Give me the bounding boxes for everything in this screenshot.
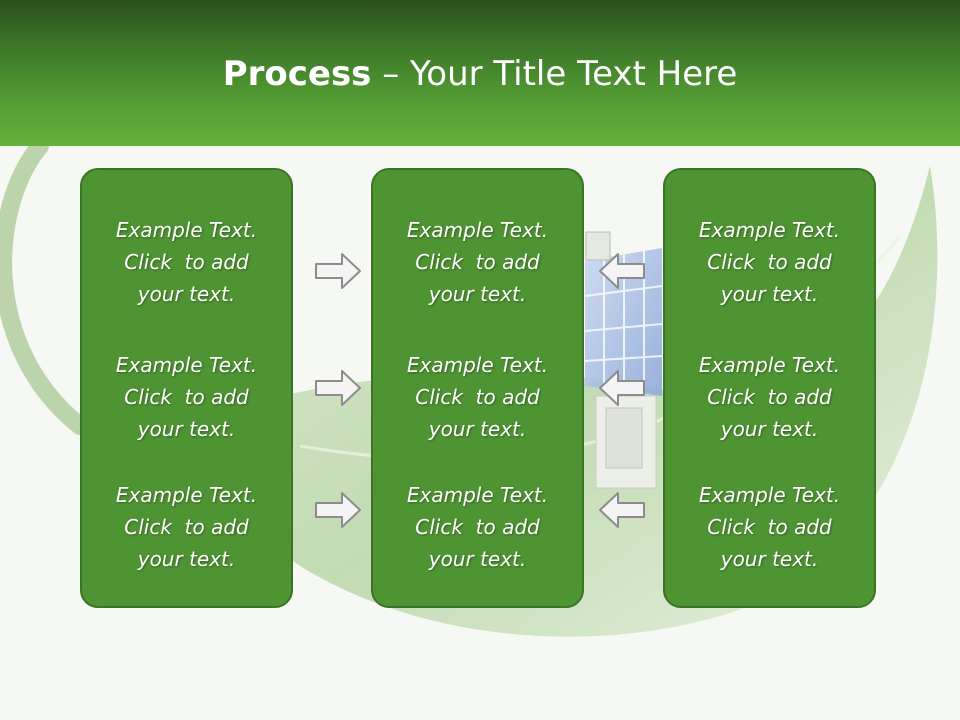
text-block[interactable]: Example Text. Click to add your text. <box>665 349 874 445</box>
arrow-right-icon <box>315 370 361 406</box>
text-block[interactable]: Example Text. Click to add your text. <box>82 479 291 575</box>
text-line: Example Text. <box>406 483 549 507</box>
text-line: your text. <box>137 417 236 441</box>
arrow-left-icon <box>599 492 645 528</box>
slide-title[interactable]: Process – Your Title Text Here <box>0 52 960 96</box>
text-line: Click to add <box>415 515 540 539</box>
text-line: Example Text. <box>406 353 549 377</box>
title-strong: Process <box>222 54 372 94</box>
text-line: Example Text. <box>115 483 258 507</box>
header-band: Process – Your Title Text Here <box>0 0 960 146</box>
text-block[interactable]: Example Text. Click to add your text. <box>665 479 874 575</box>
text-block[interactable]: Example Text. Click to add your text. <box>373 349 582 445</box>
title-rest: – Your Title Text Here <box>371 54 738 94</box>
text-line: Example Text. <box>115 218 258 242</box>
text-line: your text. <box>428 417 527 441</box>
text-line: your text. <box>720 547 819 571</box>
arrow-right-icon <box>315 253 361 289</box>
text-block[interactable]: Example Text. Click to add your text. <box>373 479 582 575</box>
text-line: Click to add <box>707 385 832 409</box>
text-line: Click to add <box>124 515 249 539</box>
text-line: your text. <box>720 417 819 441</box>
process-box-left[interactable]: Example Text. Click to add your text. Ex… <box>80 168 293 608</box>
arrow-right-icon <box>315 492 361 528</box>
text-line: Example Text. <box>115 353 258 377</box>
text-block[interactable]: Example Text. Click to add your text. <box>373 214 582 310</box>
process-box-right[interactable]: Example Text. Click to add your text. Ex… <box>663 168 876 608</box>
text-line: Click to add <box>707 515 832 539</box>
text-line: Example Text. <box>698 218 841 242</box>
text-line: Click to add <box>124 250 249 274</box>
text-block[interactable]: Example Text. Click to add your text. <box>82 214 291 310</box>
arrow-left-icon <box>599 370 645 406</box>
text-line: your text. <box>428 282 527 306</box>
text-line: Click to add <box>415 385 540 409</box>
process-box-middle[interactable]: Example Text. Click to add your text. Ex… <box>371 168 584 608</box>
text-block[interactable]: Example Text. Click to add your text. <box>82 349 291 445</box>
text-line: your text. <box>720 282 819 306</box>
text-line: your text. <box>137 547 236 571</box>
text-block[interactable]: Example Text. Click to add your text. <box>665 214 874 310</box>
text-line: Click to add <box>707 250 832 274</box>
text-line: Example Text. <box>406 218 549 242</box>
arrow-left-icon <box>599 253 645 289</box>
text-line: Example Text. <box>698 483 841 507</box>
text-line: your text. <box>428 547 527 571</box>
text-line: your text. <box>137 282 236 306</box>
text-line: Click to add <box>124 385 249 409</box>
text-line: Click to add <box>415 250 540 274</box>
text-line: Example Text. <box>698 353 841 377</box>
